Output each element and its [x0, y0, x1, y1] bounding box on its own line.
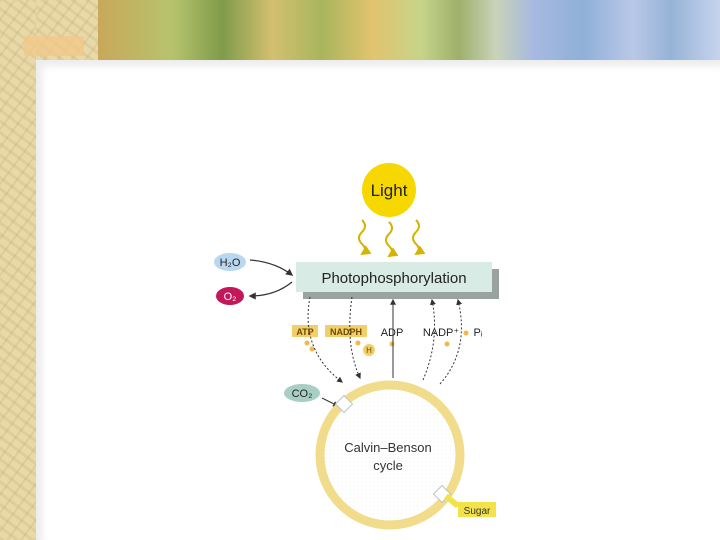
- atp-badge: [292, 325, 318, 337]
- atp-phosphate-2: [309, 346, 315, 352]
- h-ion-group: H: [363, 344, 375, 356]
- parchment-left-border: [0, 0, 36, 540]
- light-ray-center: [385, 221, 399, 258]
- cycle-label-line1: Calvin–Benson: [344, 440, 431, 455]
- adp-phosphate: [389, 341, 395, 347]
- atp-down-arrow: [307, 296, 343, 383]
- light-label: Light: [371, 181, 408, 200]
- cycle-interior: [325, 390, 455, 520]
- nadph-label: NADPH: [330, 327, 362, 337]
- light-ray-left: [358, 219, 372, 256]
- cycle-input-notch: [334, 394, 354, 414]
- photophosphorylation-box: Photophosphorylation: [296, 262, 499, 299]
- o2-badge: O₂: [216, 287, 244, 305]
- nadp-up-arrow: [422, 298, 436, 381]
- pi-label-group: Pᵢ: [463, 327, 483, 339]
- co2-badge-shape: [284, 384, 320, 402]
- nadph-phosphate: [355, 340, 361, 346]
- sun-icon: [362, 163, 416, 217]
- light-rays: [358, 219, 426, 258]
- atp-label: ATP: [296, 327, 313, 337]
- pi-label: Pᵢ: [473, 327, 482, 339]
- h2o-badge-shape: [214, 253, 246, 271]
- sugar-arrow: [444, 493, 460, 509]
- calvin-benson-cycle: Calvin–Benson cycle: [315, 380, 465, 530]
- cycle-ring: [315, 380, 465, 530]
- h-ion-label: H: [366, 346, 372, 355]
- pi-phosphate: [463, 330, 469, 336]
- o2-label: O₂: [224, 291, 237, 303]
- nadph-badge: [325, 325, 367, 337]
- h2o-label: H₂O: [220, 257, 241, 269]
- nadph-down-arrow: [349, 296, 361, 380]
- nadph-label-group: NADPH: [325, 325, 367, 346]
- co2-label: CO₂: [292, 388, 313, 400]
- sugar-badge: Sugar: [458, 502, 496, 517]
- cycle-label-line2: cycle: [373, 458, 403, 473]
- atp-label-group: ATP: [292, 325, 318, 352]
- adp-label-group: ADP: [381, 327, 404, 347]
- o2-badge-shape: [216, 287, 244, 305]
- nadp-label-group: NADP⁺: [423, 327, 460, 347]
- sugar-badge-shape: [458, 502, 496, 517]
- process-box: [296, 262, 492, 292]
- o2-arrow: [248, 281, 293, 300]
- sugar-label: Sugar: [464, 506, 491, 517]
- h2o-badge: H₂O: [214, 253, 246, 271]
- floral-banner: [98, 0, 720, 60]
- light-ray-right: [412, 219, 426, 256]
- atp-phosphate-1: [304, 340, 310, 346]
- process-label: Photophosphorylation: [321, 270, 466, 287]
- cycle-arrows: [307, 296, 463, 385]
- h2o-arrow: [249, 259, 294, 276]
- adp-label: ADP: [381, 327, 404, 339]
- nadp-label: NADP⁺: [423, 327, 460, 339]
- nadp-phosphate: [444, 341, 450, 347]
- light-sun: Light: [362, 163, 416, 217]
- co2-badge: CO₂: [284, 384, 320, 402]
- banner-accent: [24, 36, 84, 56]
- pi-up-arrow: [439, 298, 463, 385]
- h-ion-badge: [363, 344, 375, 356]
